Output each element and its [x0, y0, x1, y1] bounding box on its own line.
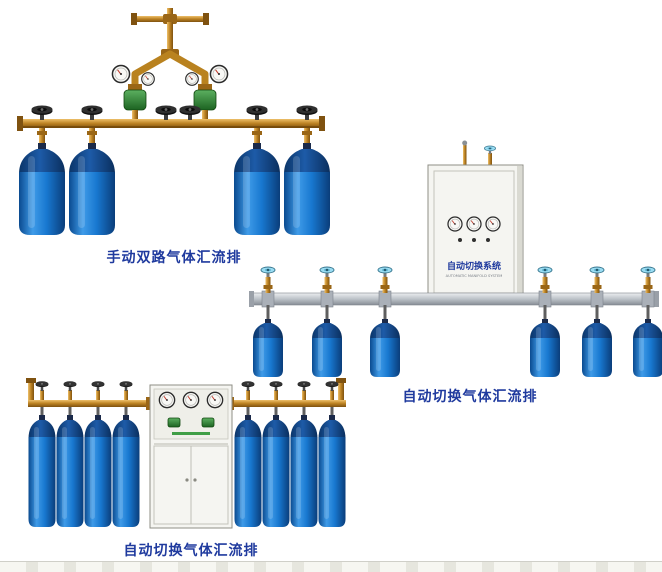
valve-handwheel: [589, 266, 605, 278]
end-elbows: [26, 378, 346, 402]
gas-cylinder: [262, 415, 290, 527]
control-cabinet: [149, 384, 233, 529]
auto-switch-manifold-2-illustration: [26, 378, 346, 529]
pressure-gauge: [447, 216, 463, 232]
manifold-rail: [249, 290, 659, 308]
indicator-bar: [172, 432, 210, 435]
pressure-gauge: [158, 391, 176, 409]
valve-handwheel: [63, 381, 77, 391]
cabinet-top-fittings: [462, 140, 497, 167]
valve-handwheel: [269, 381, 283, 391]
pressure-regulator-left: [111, 64, 155, 121]
cylinder-connectors: [37, 128, 312, 143]
gas-cylinder: [253, 319, 283, 377]
gas-cylinder: [84, 415, 112, 527]
pressure-gauge: [206, 391, 224, 409]
valve-handwheel: [296, 105, 318, 120]
valve-handwheel: [319, 266, 335, 278]
gas-cylinder: [28, 415, 56, 527]
pressure-gauge: [141, 72, 155, 86]
valve-handwheel: [179, 105, 201, 120]
pressure-regulator-right: [185, 64, 229, 121]
gas-cylinder: [318, 415, 346, 527]
gas-cylinder: [69, 143, 115, 235]
product-caption-2: 自动切换气体汇流排: [402, 389, 538, 405]
cylinder-hoses: [40, 407, 334, 416]
cutoff-strip: [0, 561, 662, 572]
valve-handwheel: [81, 105, 103, 120]
manifold-pipe: [17, 116, 325, 131]
pressure-gauge: [209, 64, 229, 84]
cabinet-sublabel: AUTOMATIC MANIFOLD SYSTEM: [446, 274, 503, 278]
valve-handwheel: [91, 381, 105, 391]
gas-cylinder: [290, 415, 318, 527]
valve-handwheel: [119, 381, 133, 391]
cabinet-label: 自动切换系统: [447, 260, 501, 272]
regulator-knob: [201, 417, 215, 428]
indicator-dot: [486, 238, 490, 242]
indicator-dot: [458, 238, 462, 242]
valve-handwheel: [241, 381, 255, 391]
riser-valves: [260, 266, 656, 293]
manual-dual-manifold-illustration: [17, 8, 330, 235]
valve-handwheel: [537, 266, 553, 278]
pressure-gauge: [185, 72, 199, 86]
gas-cylinder: [112, 415, 140, 527]
control-cabinet: 自动切换系统 AUTOMATIC MANIFOLD SYSTEM: [427, 164, 524, 301]
regulator-knob: [167, 417, 181, 428]
gas-cylinder: [234, 415, 262, 527]
door-handle: [185, 478, 189, 482]
riser-valves: [35, 381, 339, 400]
valve-handwheel: [35, 381, 49, 391]
gas-cylinder: [370, 319, 400, 377]
auto-switch-manifold-illustration: 自动切换系统 AUTOMATIC MANIFOLD SYSTEM: [249, 140, 662, 377]
gas-cylinder: [56, 415, 84, 527]
gas-cylinder: [19, 143, 65, 235]
valve-handwheel: [260, 266, 276, 278]
gas-cylinder: [582, 319, 612, 377]
valve-handwheel: [155, 105, 177, 120]
cylinder-hoses: [266, 305, 650, 319]
pressure-gauge: [485, 216, 501, 232]
pressure-gauge: [111, 64, 131, 84]
valve-handwheel: [31, 105, 53, 120]
product-caption-1: 手动双路气体汇流排: [106, 250, 242, 266]
pressure-gauge: [466, 216, 482, 232]
valve-handwheel: [297, 381, 311, 391]
gas-cylinder: [633, 319, 662, 377]
gas-cylinder: [312, 319, 342, 377]
valve-handwheel: [640, 266, 656, 278]
valve-handwheel: [377, 266, 393, 278]
valve-handwheel: [325, 381, 339, 391]
product-caption-3: 自动切换气体汇流排: [123, 543, 259, 559]
valve-handwheel: [246, 105, 268, 120]
door-handle: [193, 478, 197, 482]
indicator-dot: [472, 238, 476, 242]
valve-handwheel: [483, 145, 497, 155]
pressure-gauge: [182, 391, 200, 409]
gas-cylinder: [530, 319, 560, 377]
